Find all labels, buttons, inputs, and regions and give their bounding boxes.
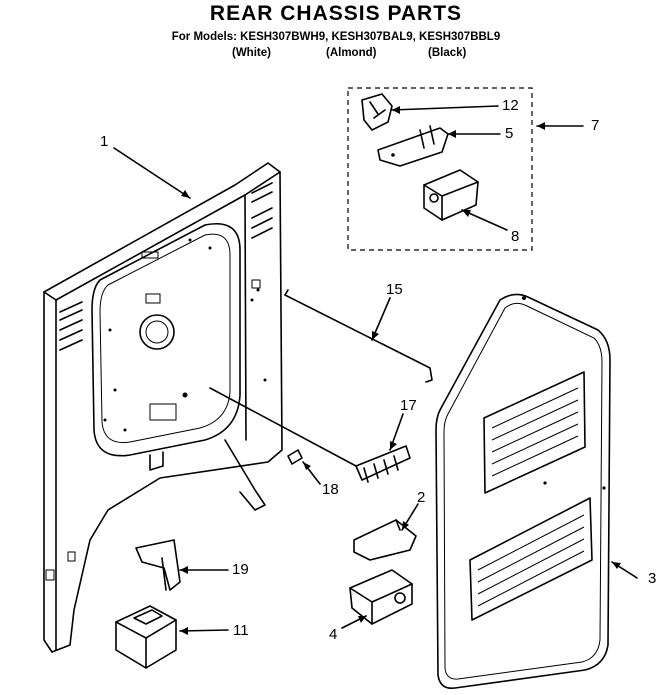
color-black: (Black) — [428, 47, 467, 59]
callout-1: 1 — [100, 133, 109, 150]
mounting-box — [349, 569, 413, 625]
callout-3: 3 — [648, 570, 657, 587]
terminal-block — [423, 169, 479, 221]
small-clip — [287, 449, 303, 465]
callout-17: 17 — [400, 397, 417, 414]
callout-15: 15 — [386, 281, 403, 298]
cover-block — [115, 605, 177, 669]
leader-lines — [113, 105, 638, 635]
callout-19: 19 — [232, 561, 249, 578]
callout-8: 8 — [511, 228, 520, 245]
callout-11: 11 — [233, 622, 249, 639]
color-white: (White) — [232, 47, 271, 59]
terminal-strip — [355, 445, 411, 483]
callout-4: 4 — [329, 626, 338, 643]
diagram-title: REAR CHASSIS PARTS — [209, 2, 463, 25]
color-almond: (Almond) — [326, 47, 377, 59]
callout-7: 7 — [591, 117, 600, 134]
callout-5: 5 — [505, 125, 514, 142]
rear-chassis-panel — [43, 162, 283, 653]
terminal-clip — [361, 93, 393, 131]
callout-12: 12 — [502, 97, 519, 114]
mounting-bracket — [135, 539, 181, 591]
callout-18: 18 — [322, 481, 339, 498]
callout-2: 2 — [417, 489, 426, 506]
bracket-plate — [353, 519, 417, 561]
rear-access-panel — [435, 293, 611, 690]
model-list: For Models: KESH307BWH9, KESH307BAL9, KE… — [171, 31, 501, 43]
terminal-block-group-box — [347, 87, 533, 251]
support-rod — [284, 289, 433, 383]
terminal-bracket — [377, 125, 449, 167]
